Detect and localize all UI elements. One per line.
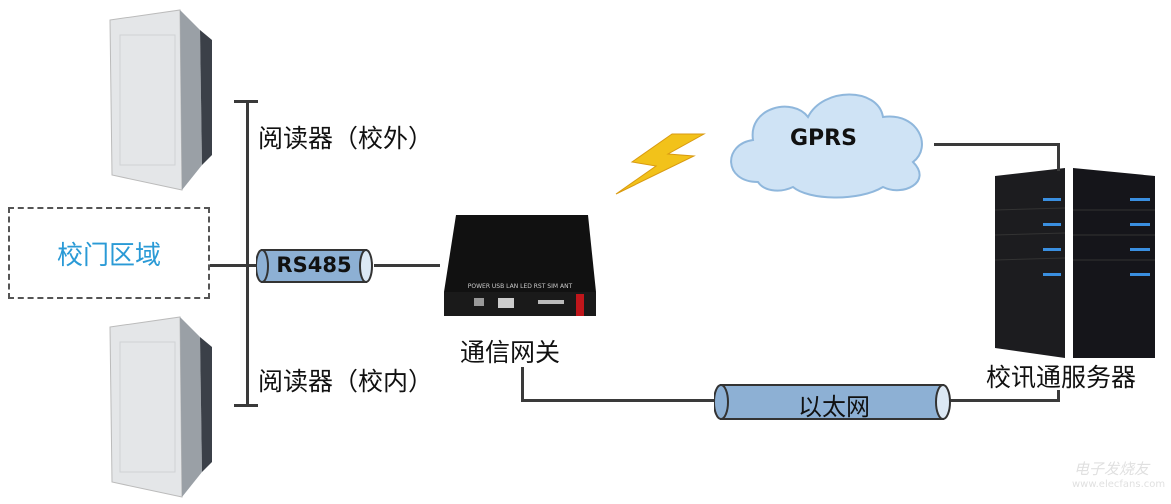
rs485-to-gateway-line xyxy=(374,264,440,267)
reader-outside-device xyxy=(109,9,212,191)
bracket xyxy=(246,100,249,407)
ethernet-line-left xyxy=(521,399,721,402)
gate-area-label: 校门区域 xyxy=(56,240,161,271)
ethernet-line-rise xyxy=(1057,390,1060,402)
watermark-site: www.elecfans.com xyxy=(1072,479,1166,490)
ethernet-cable xyxy=(714,384,951,420)
rs485-label: RS485 xyxy=(276,253,352,277)
bracket-bottom xyxy=(234,404,258,407)
ethernet-line-right xyxy=(946,399,1060,402)
gprs-to-server-drop xyxy=(1057,143,1060,171)
bracket-mid xyxy=(210,264,260,267)
reader-inside-device xyxy=(109,316,212,498)
gprs-cloud xyxy=(730,93,923,199)
gate-area-box: 校门区域 xyxy=(8,207,210,299)
gateway-device: POWER USB LAN LED RST SIM ANT xyxy=(444,215,596,316)
server-label: 校讯通服务器 xyxy=(986,363,1137,392)
rs485-cable xyxy=(256,249,373,283)
watermark: 电子发烧友 www.elecfans.com xyxy=(1040,458,1165,490)
reader-inside-label: 阅读器（校内） xyxy=(258,367,434,396)
bracket-top xyxy=(234,100,258,103)
svg-text:POWER USB LAN LED RST SIM: POWER USB LAN LED RST SIM ANT xyxy=(468,283,573,290)
lightning-icon xyxy=(615,133,706,195)
gprs-label: GPRS xyxy=(790,126,857,151)
ethernet-label: 以太网 xyxy=(798,393,870,421)
watermark-brand: 电子发烧友 xyxy=(1074,460,1150,478)
server-device xyxy=(994,168,1155,358)
gprs-to-server-line xyxy=(934,143,1060,146)
ethernet-line-drop xyxy=(521,367,524,402)
reader-outside-label: 阅读器（校外） xyxy=(258,124,434,153)
gateway-label: 通信网关 xyxy=(460,338,561,367)
